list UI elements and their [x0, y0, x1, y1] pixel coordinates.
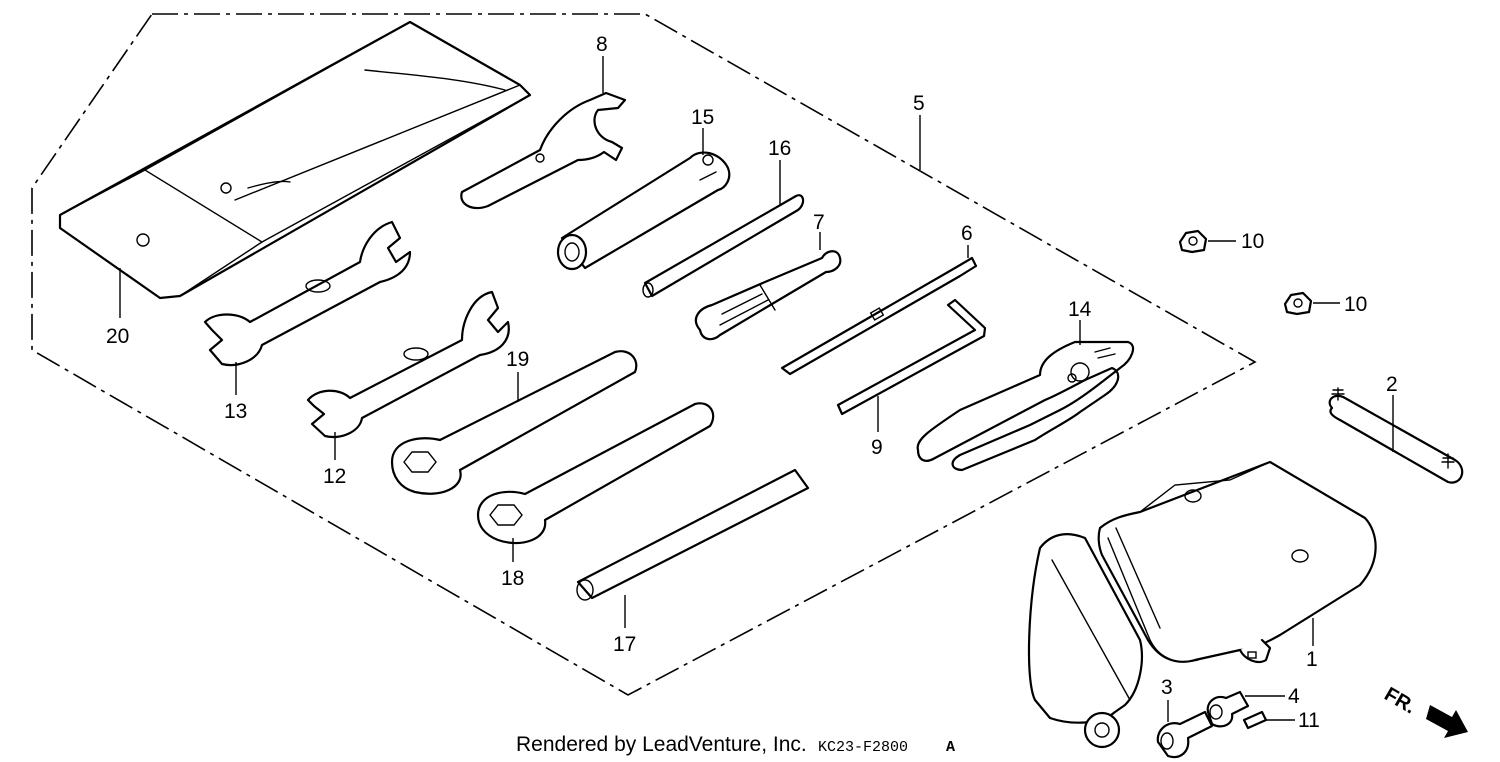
- callout-1[interactable]: 1: [1306, 648, 1318, 671]
- screwdriver-bit-6-illustration: [780, 256, 978, 376]
- lock-bolt-3-illustration: [1156, 710, 1214, 759]
- callout-6[interactable]: 6: [961, 222, 973, 245]
- callout-10-lower[interactable]: 10: [1344, 293, 1367, 316]
- front-direction-indicator: FR.: [1381, 683, 1468, 738]
- flange-nut-10-lower-illustration: [1283, 291, 1313, 316]
- screwdriver-7-illustration: [694, 250, 842, 341]
- pliers-14-illustration: [916, 340, 1135, 472]
- callout-14[interactable]: 14: [1068, 298, 1092, 321]
- callout-17[interactable]: 17: [613, 633, 636, 656]
- tool-case-1-illustration: [1027, 460, 1377, 749]
- leader-lines: [119, 56, 1394, 722]
- wrench-13-illustration: [203, 220, 412, 367]
- handle-rod-16-illustration: [642, 194, 805, 298]
- pin-11-illustration: [1242, 710, 1268, 730]
- flat-bar-17-illustration: [576, 468, 810, 601]
- callout-5[interactable]: 5: [913, 92, 925, 115]
- callout-13[interactable]: 13: [224, 400, 247, 423]
- callout-3[interactable]: 3: [1161, 676, 1173, 699]
- box-wrench-19-illustration: [390, 350, 638, 495]
- callout-9[interactable]: 9: [871, 436, 883, 459]
- footer-credit: Rendered by LeadVenture, Inc.: [516, 733, 807, 756]
- hex-key-9-illustration: [836, 298, 987, 416]
- direction-arrow-icon: [1426, 705, 1468, 738]
- socket-15-illustration: [556, 151, 731, 271]
- callout-11[interactable]: 11: [1298, 709, 1320, 732]
- callout-20[interactable]: 20: [106, 325, 129, 348]
- callout-4[interactable]: 4: [1288, 685, 1300, 708]
- tool-bag-illustration: [58, 20, 532, 300]
- callout-15[interactable]: 15: [691, 106, 714, 129]
- flange-nut-10-upper-illustration: [1178, 229, 1208, 254]
- footer: Rendered by LeadVenture, Inc. KC23-F2800…: [516, 733, 955, 756]
- callout-18[interactable]: 18: [501, 567, 524, 590]
- tool-tray-outline: [31, 13, 1257, 696]
- callout-2[interactable]: 2: [1386, 373, 1398, 396]
- box-wrench-18-illustration: [476, 402, 715, 545]
- callout-19[interactable]: 19: [506, 348, 529, 371]
- callout-8[interactable]: 8: [596, 33, 608, 56]
- bracket-2-illustration: [1328, 387, 1464, 484]
- diagram-code: KC23-F2800: [818, 739, 908, 756]
- callout-10-upper[interactable]: 10: [1241, 230, 1264, 253]
- wrench-12-illustration: [306, 290, 510, 439]
- direction-label: FR.: [1381, 683, 1420, 718]
- callouts: 1 2 3 4 5 6 7 8 9 10 10 11 12 13 14 15 1…: [106, 33, 1398, 732]
- diagram-code-suffix: A: [946, 739, 955, 756]
- pin-spanner-8-illustration: [460, 91, 627, 210]
- lock-cap-4-illustration: [1206, 690, 1250, 728]
- callout-12[interactable]: 12: [323, 465, 346, 488]
- callout-7[interactable]: 7: [813, 211, 825, 234]
- callout-16[interactable]: 16: [768, 137, 791, 160]
